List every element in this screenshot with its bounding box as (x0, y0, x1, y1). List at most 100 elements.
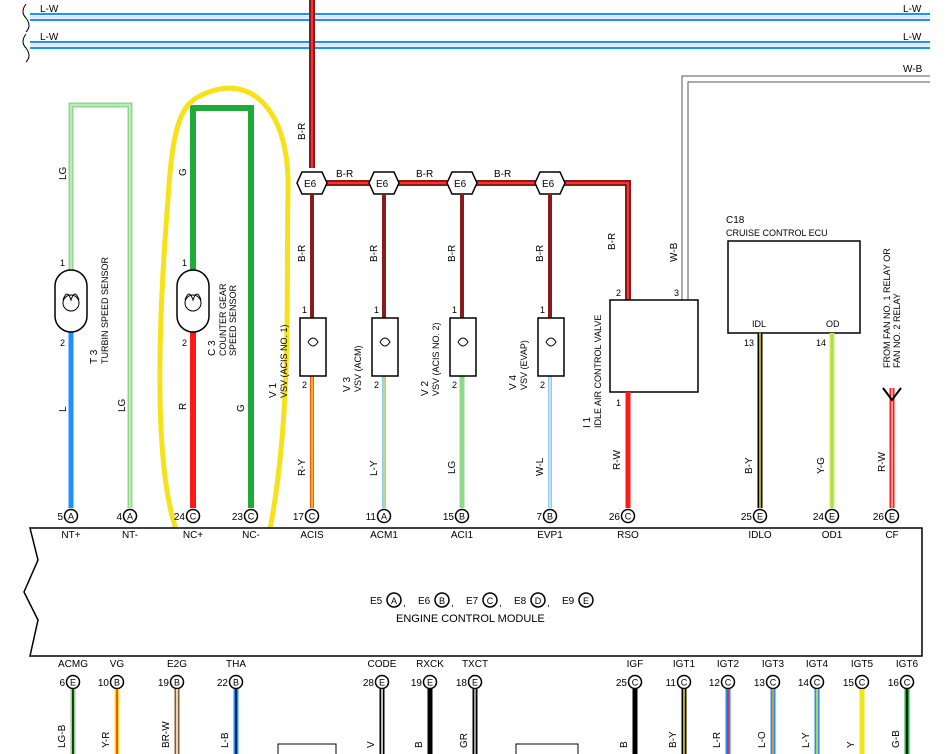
wire-label: L-Y (801, 732, 812, 748)
connector-letter-circle (854, 674, 870, 690)
counter-gear-speed-sensor: 1 2 G R G C 3 COUNTER GEAR SPEED SENSOR (176, 105, 254, 508)
pin-number: 22 (217, 678, 229, 689)
connector-letter-circle (63, 508, 79, 524)
wire-label: B-R (607, 233, 618, 250)
wire-label: B-R (369, 245, 380, 262)
pin-number: 13 (754, 678, 766, 689)
wire-label: LG (58, 166, 69, 180)
cruise-control-ecu: C18 CRUISE CONTROL ECU IDL OD 13 14 B-Y … (726, 215, 861, 508)
pin-number: 25 (741, 512, 753, 523)
pin-number: 16 (888, 678, 900, 689)
pin-number: 2 (452, 380, 457, 390)
separator: , (451, 598, 454, 609)
wire-label: B-R (297, 123, 308, 140)
connector-letter: E (583, 596, 589, 606)
connector-letter-circle (530, 592, 546, 608)
connector-letter-circle (304, 508, 320, 524)
component-ref: V 1 (268, 383, 279, 398)
wire-label: B (619, 741, 630, 748)
connector-letter: A (68, 512, 74, 522)
pin-number: 13 (744, 338, 754, 348)
pin-number: 14 (816, 338, 826, 348)
connector-letter: B (114, 678, 120, 688)
pin-number: 18 (456, 678, 468, 689)
connector-letter: E (472, 678, 478, 688)
wire-label: B-R (336, 169, 353, 180)
connector-name: E6 (418, 596, 431, 607)
connector-letter-circle (422, 674, 438, 690)
wire-label: W-B (669, 242, 680, 262)
connector-name: E5 (370, 596, 383, 607)
connector-letter-circle (185, 508, 201, 524)
connector-letter: C (309, 512, 316, 522)
pin-name: IGT1 (673, 659, 696, 670)
component-ref: V 3 (342, 377, 353, 392)
terminal-label: OD (826, 319, 840, 329)
wire-label: L-W (903, 4, 922, 15)
pin-number: 1 (374, 305, 379, 315)
connector-letter: C (681, 678, 688, 688)
connector-letter: C (859, 678, 866, 688)
connector-letter: D (535, 596, 542, 606)
pin-number: 4 (116, 512, 122, 523)
svg-text:E6: E6 (542, 179, 555, 190)
pin-number: 17 (293, 512, 305, 523)
pin-name: NC+ (183, 530, 203, 541)
connector-letter-circle (620, 508, 636, 524)
component-name: COUNTER GEAR (218, 283, 228, 356)
turbin-speed-sensor: 1 2 LG L LG T 3 TURBIN SPEED SENSOR (54, 102, 133, 508)
top-wire-2: L-W L-W (22, 32, 930, 63)
wire-label: B-Y (668, 731, 679, 748)
wire-label: L-W (903, 32, 922, 43)
connector-letter: C (770, 678, 777, 688)
pin-name: CF (885, 530, 898, 541)
connector-letter-circle (720, 674, 736, 690)
pin-number: 28 (363, 678, 375, 689)
pin-number: 15 (843, 678, 855, 689)
connector-letter-circle (376, 508, 392, 524)
pin-number: 24 (813, 512, 825, 523)
connector-letter: C (625, 512, 632, 522)
wire-label: B (414, 741, 425, 748)
connector-name: E9 (562, 596, 575, 607)
pin-number: 1 (182, 258, 187, 268)
wire-label: R-Y (297, 458, 308, 476)
connector-letter-circle (542, 508, 558, 524)
wire-label: L-Y (369, 460, 380, 476)
note-text: FROM FAN NO. 1 RELAY OR (882, 248, 892, 368)
wire-label: Y (846, 741, 857, 748)
component-name: VSV (ACIS NO. 1) (279, 324, 289, 398)
partial-connector (515, 743, 579, 754)
wire-label: GR (459, 733, 470, 748)
vsv-acm: 1 2 B-R L-Y V 3 VSV (ACM) (342, 194, 399, 508)
wire-label: L-W (40, 32, 59, 43)
wire-label: G (236, 404, 247, 412)
note-text: FAN NO. 2 RELAY (892, 293, 902, 368)
br-bus: B-R B-R B-R B-R B-R (297, 0, 631, 305)
pin-number: 19 (158, 678, 170, 689)
connector-letter-circle (454, 508, 470, 524)
connector-letter: C (487, 596, 494, 606)
pin-number: 25 (616, 678, 628, 689)
connector-letter-circle (578, 592, 594, 608)
pin-name: THA (226, 659, 246, 670)
component-ref: V 4 (508, 375, 519, 390)
wire-label: R-W (877, 451, 888, 472)
pin-number: 2 (616, 288, 621, 298)
terminal-label: IDL (752, 319, 766, 329)
connector-letter: C (248, 512, 255, 522)
